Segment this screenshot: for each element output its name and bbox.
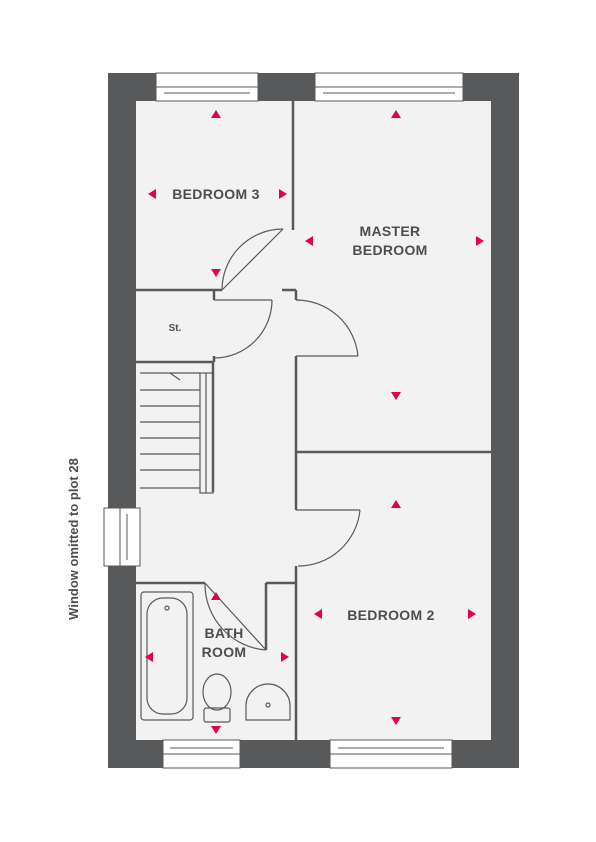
room-labels: BEDROOM 3 MASTER BEDROOM St. BEDROOM 2 B… [169, 186, 435, 660]
dimension-arrow-icon [281, 652, 289, 662]
dimension-arrow-icon [148, 189, 156, 199]
dimension-arrow-icon [468, 609, 476, 619]
master-bedroom-label-line2: BEDROOM [352, 242, 427, 258]
dimension-arrows [145, 110, 484, 734]
floor-area [136, 100, 491, 740]
dimension-arrow-icon [391, 717, 401, 725]
dimension-arrow-icon [211, 592, 221, 600]
staircase-icon [140, 372, 214, 494]
door-swing-icon [213, 299, 273, 359]
dimension-arrow-icon [391, 500, 401, 508]
window-icon [103, 507, 141, 567]
master-bedroom-label-line1: MASTER [360, 223, 421, 239]
dimension-arrow-icon [391, 110, 401, 118]
bedroom3-label: BEDROOM 3 [172, 186, 260, 202]
dimension-arrow-icon [211, 726, 221, 734]
dimension-arrow-icon [211, 269, 221, 277]
dimension-arrow-icon [145, 652, 153, 662]
outer-walls [108, 73, 519, 768]
basin-icon [245, 683, 291, 721]
bathroom-label-line1: BATH [204, 625, 243, 641]
internal-walls [136, 101, 491, 740]
bathroom-label-line2: ROOM [202, 644, 247, 660]
door-swing-icon [221, 228, 284, 291]
dimension-arrow-icon [279, 189, 287, 199]
doors [204, 228, 361, 651]
dimension-arrow-icon [391, 392, 401, 400]
store-label: St. [169, 323, 182, 334]
dimension-arrow-icon [305, 236, 313, 246]
windows [103, 72, 464, 769]
window-icon [329, 739, 453, 769]
toilet-icon [202, 673, 232, 723]
window-omitted-note: Window omitted to plot 28 [66, 458, 81, 620]
dimension-arrow-icon [314, 609, 322, 619]
door-swing-icon [295, 299, 359, 357]
window-icon [314, 72, 464, 102]
door-swing-icon [296, 509, 361, 567]
dimension-arrow-icon [211, 110, 221, 118]
window-icon [155, 72, 259, 102]
bedroom2-label: BEDROOM 2 [347, 607, 435, 623]
window-icon [162, 739, 241, 769]
dimension-arrow-icon [476, 236, 484, 246]
